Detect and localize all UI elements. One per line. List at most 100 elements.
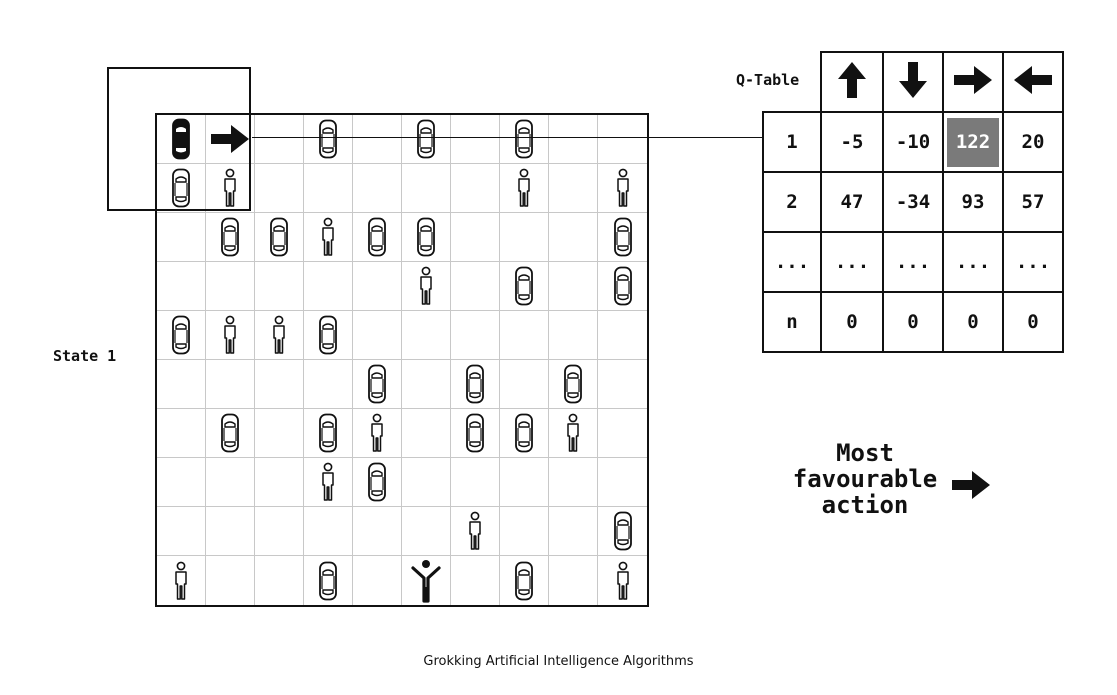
grid-cell bbox=[549, 311, 598, 360]
grid-cell bbox=[157, 311, 206, 360]
grid-cell bbox=[157, 360, 206, 409]
grid-cell bbox=[157, 409, 206, 458]
grid-cell bbox=[402, 360, 451, 409]
qtable-action-left bbox=[1002, 51, 1064, 113]
grid-cell bbox=[598, 556, 647, 605]
grid-cell bbox=[451, 556, 500, 605]
favourable-line-3: action bbox=[821, 491, 909, 519]
qtable-value-cell-highlighted: 122 bbox=[942, 111, 1004, 173]
pedestrian-icon bbox=[322, 217, 334, 256]
grid-cell bbox=[500, 360, 549, 409]
grid-cell bbox=[353, 311, 402, 360]
qtable-value-cell: ... bbox=[820, 231, 884, 293]
qtable-action-up bbox=[820, 51, 884, 113]
parked-car-icon bbox=[417, 119, 435, 159]
grid-cell bbox=[451, 458, 500, 507]
grid-cell bbox=[206, 360, 255, 409]
grid-cell bbox=[304, 115, 353, 164]
pedestrian-icon bbox=[224, 168, 236, 207]
grid-cell bbox=[451, 164, 500, 213]
grid-cell bbox=[157, 262, 206, 311]
qtable-header-row bbox=[763, 51, 1064, 113]
qtable-value-cell: -34 bbox=[882, 171, 944, 233]
grid-cell bbox=[255, 311, 304, 360]
qtable-action-right bbox=[942, 51, 1004, 113]
grid-cell bbox=[451, 262, 500, 311]
grid-cell bbox=[304, 458, 353, 507]
grid-cell bbox=[206, 507, 255, 556]
grid-cell bbox=[402, 311, 451, 360]
grid-cell bbox=[500, 409, 549, 458]
parked-car-icon bbox=[368, 364, 386, 404]
grid-cell bbox=[451, 507, 500, 556]
qtable-row: n 0 0 0 0 bbox=[762, 291, 1064, 353]
grid-cell bbox=[255, 115, 304, 164]
caption: Grokking Artificial Intelligence Algorit… bbox=[423, 654, 694, 669]
qtable-value-cell: 0 bbox=[942, 291, 1004, 353]
grid-cell bbox=[549, 115, 598, 164]
grid-cell bbox=[255, 458, 304, 507]
qtable-value-cell: 0 bbox=[820, 291, 884, 353]
grid-cell bbox=[157, 458, 206, 507]
grid-cell bbox=[598, 213, 647, 262]
grid-cell bbox=[304, 409, 353, 458]
pedestrian-icon bbox=[175, 561, 187, 600]
qtable-state-cell: ... bbox=[762, 231, 822, 293]
qtable-row: 2 47 -34 93 57 bbox=[762, 171, 1064, 233]
grid-cell bbox=[206, 262, 255, 311]
grid-cell bbox=[598, 458, 647, 507]
grid-cell bbox=[451, 311, 500, 360]
grid-cell bbox=[157, 115, 206, 164]
grid-cell bbox=[353, 213, 402, 262]
pedestrian-icon bbox=[273, 315, 285, 354]
pedestrian-icon bbox=[616, 168, 629, 207]
grid-cell bbox=[353, 556, 402, 605]
grid-cell bbox=[206, 115, 255, 164]
arrow-up-icon bbox=[838, 61, 866, 98]
grid-cell bbox=[500, 311, 549, 360]
parked-car-icon bbox=[466, 364, 484, 404]
qtable-value-cell: 0 bbox=[882, 291, 944, 353]
grid-cell bbox=[500, 458, 549, 507]
grid-cell bbox=[304, 262, 353, 311]
grid-cell bbox=[353, 164, 402, 213]
grid-cell bbox=[304, 556, 353, 605]
pedestrian-icon bbox=[420, 266, 432, 305]
highlighted-value: 122 bbox=[947, 117, 999, 167]
grid-cell bbox=[549, 507, 598, 556]
grid-cell bbox=[206, 458, 255, 507]
qtable-value-cell: 93 bbox=[942, 171, 1004, 233]
grid-cell bbox=[255, 164, 304, 213]
grid-cell bbox=[549, 556, 598, 605]
grid-cell bbox=[402, 213, 451, 262]
most-favourable-action-label: Most favourable action bbox=[785, 440, 945, 518]
parked-car-icon bbox=[515, 119, 533, 159]
grid-cell bbox=[500, 115, 549, 164]
qtable-row: ... ... ... ... ... bbox=[762, 231, 1064, 293]
qtable-value-cell: -5 bbox=[820, 111, 884, 173]
grid-cell bbox=[598, 360, 647, 409]
parked-car-icon bbox=[417, 217, 435, 257]
favourable-line-1: Most bbox=[836, 439, 894, 467]
parked-car-icon bbox=[515, 266, 533, 306]
grid-cell bbox=[402, 115, 451, 164]
parked-car-icon bbox=[221, 217, 239, 257]
qtable-value-cell: 47 bbox=[820, 171, 884, 233]
grid-cell bbox=[304, 311, 353, 360]
grid-cell bbox=[304, 213, 353, 262]
grid-cell bbox=[255, 556, 304, 605]
parked-car-icon bbox=[613, 266, 632, 306]
grid-cell bbox=[206, 409, 255, 458]
favourable-line-2: favourable bbox=[792, 465, 938, 493]
grid-cell bbox=[206, 556, 255, 605]
qtable-state-cell: n bbox=[762, 291, 822, 353]
arrow-right-icon bbox=[952, 471, 990, 499]
grid-cell bbox=[549, 458, 598, 507]
pedestrian-icon bbox=[469, 511, 481, 550]
grid-cell bbox=[500, 556, 549, 605]
grid-cell bbox=[598, 409, 647, 458]
grid-cell bbox=[157, 164, 206, 213]
grid-cell bbox=[353, 262, 402, 311]
parked-car-icon bbox=[613, 217, 632, 257]
parked-car-icon bbox=[515, 561, 533, 600]
